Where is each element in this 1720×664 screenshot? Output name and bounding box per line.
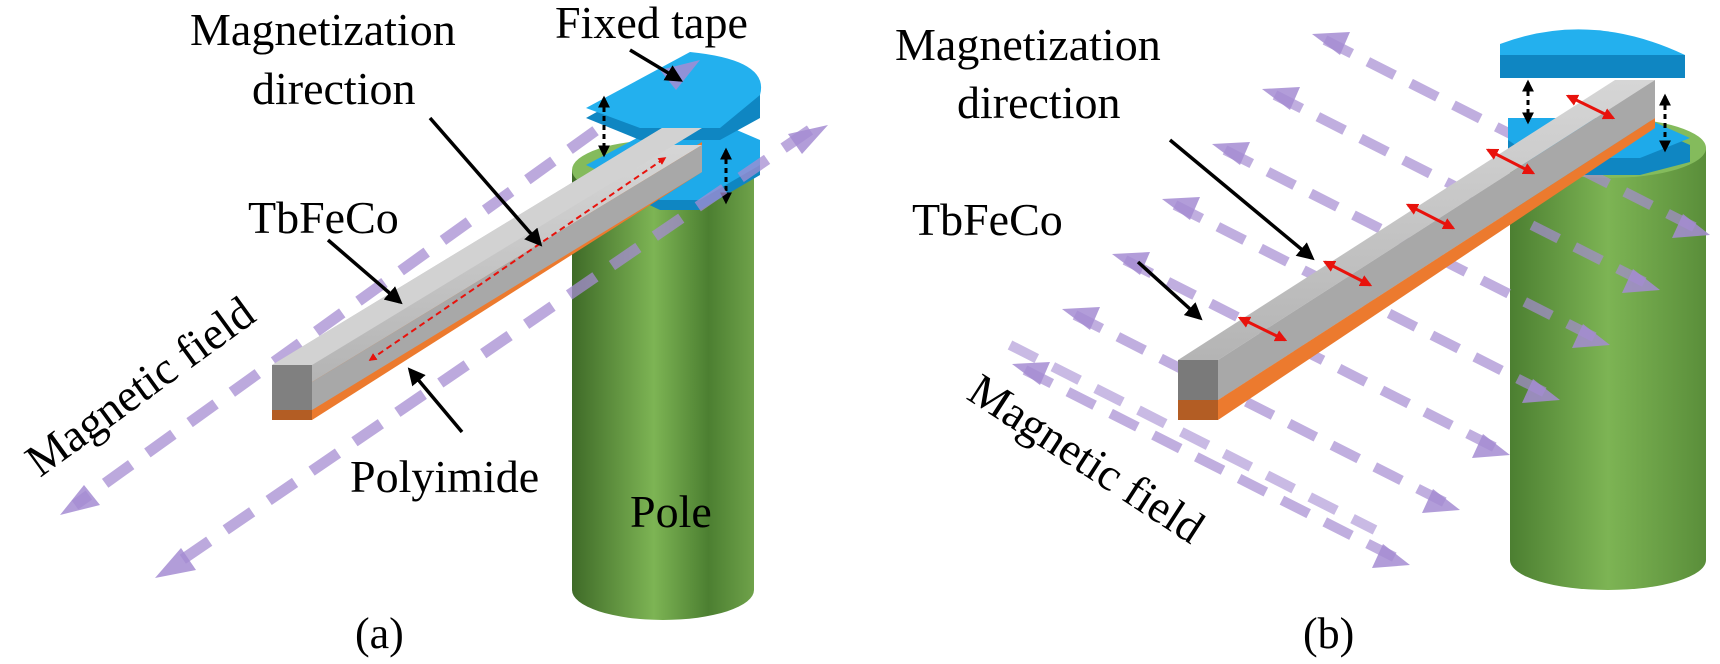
label-fixed-tape: Fixed tape [555, 0, 748, 48]
clamp-arrows [598, 95, 732, 205]
magnetization-arrows-b [1237, 94, 1616, 342]
panel-a: Magnetization direction Fixed tape TbFeC… [16, 0, 828, 658]
label-magnetic-field: Magnetic field [16, 286, 264, 486]
field-arrowhead [788, 125, 828, 154]
magnetic-field-arrows-b-front [1007, 340, 1378, 535]
callouts-b [1136, 138, 1315, 321]
label-tbfeco: TbFeCo [912, 194, 1063, 245]
label-magnetization-line2: direction [252, 63, 416, 114]
caption-b: (b) [1303, 609, 1354, 658]
label-polyimide: Polyimide [350, 451, 539, 502]
label-magnetization-line1: Magnetization [895, 19, 1161, 70]
field-arrowhead [155, 548, 196, 578]
label-magnetization-line2: direction [957, 77, 1121, 128]
clamp-arrows [1522, 79, 1671, 153]
field-arrowheads-b [1012, 32, 1710, 568]
label-pole: Pole [630, 486, 712, 537]
panel-b: Magnetization direction TbFeCo Magnetic … [895, 19, 1710, 658]
label-tbfeco: TbFeCo [248, 192, 399, 243]
magnetic-field-arrows-front [166, 125, 814, 573]
label-magnetic-field: Magnetic field [960, 364, 1214, 554]
label-magnetization-line1: Magnetization [190, 4, 456, 55]
callouts-a [326, 48, 684, 434]
field-arrowhead [60, 485, 100, 515]
caption-a: (a) [355, 609, 404, 658]
